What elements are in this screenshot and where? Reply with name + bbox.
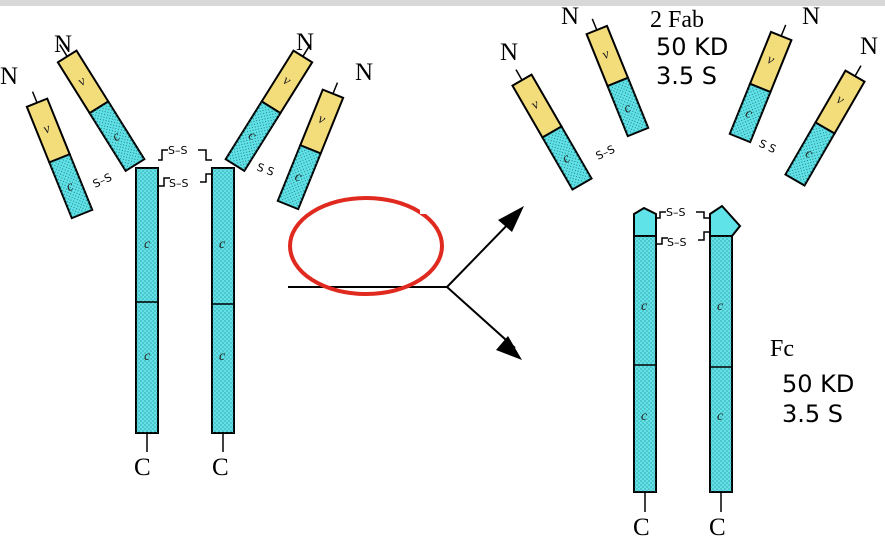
n-terminus-label: N — [860, 33, 878, 60]
n-terminus-label: N — [500, 39, 518, 66]
disulfide-bond-label: S S — [255, 161, 276, 179]
highlight-circle — [288, 196, 444, 296]
n-terminus-label: N — [54, 31, 72, 58]
n-terminus-label: N — [355, 59, 373, 86]
disulfide-bond-label: S–S — [667, 236, 686, 249]
disulfide-bond-label: S–S — [594, 143, 617, 163]
cleavage-arrow — [288, 206, 524, 360]
c-terminus-label: C — [709, 514, 726, 538]
domain-label: c — [219, 237, 226, 252]
domain-label: c — [144, 349, 151, 364]
fab-fragment-right: v c N v c N S S — [728, 3, 878, 187]
domain-label: c — [641, 409, 648, 424]
disulfide-bond-label: S–S — [91, 171, 114, 191]
arrowhead-up — [498, 206, 524, 232]
n-terminus-label: N — [0, 63, 18, 90]
fc-mass: 50 KD — [782, 370, 854, 398]
heavy-chain-left-stem: c c C — [134, 167, 159, 481]
fab-sedimentation: 3.5 S — [656, 62, 717, 90]
highlight-gap — [420, 204, 432, 214]
hinge-disulfide-bonds: S–S S–S — [158, 144, 212, 190]
top-border — [0, 0, 885, 6]
c-terminus-label: C — [134, 454, 151, 481]
n-terminus-label: N — [296, 29, 314, 56]
light-chain-right: v c — [276, 82, 345, 211]
domain-label: c — [144, 237, 151, 252]
fab-title: 2 Fab — [650, 7, 704, 33]
disulfide-bond-label: S S — [757, 137, 778, 156]
arrowhead-down — [496, 336, 522, 360]
domain-label: c — [717, 409, 724, 424]
fab-info: 2 Fab 50 KD 3.5 S — [650, 7, 728, 90]
fc-fragment: c c C c c C S–S S–S — [633, 204, 742, 541]
light-chain-left: v c — [25, 91, 94, 220]
n-terminus-label: N — [561, 3, 579, 30]
heavy-chain-left-arm: v c — [56, 44, 146, 173]
c-terminus-label: C — [633, 514, 650, 538]
fc-info: Fc 50 KD 3.5 S — [770, 336, 854, 428]
domain-label: c — [219, 349, 226, 364]
n-terminus-label: N — [802, 3, 820, 30]
fc-title: Fc — [770, 336, 794, 362]
disulfide-bond-label: S–S — [169, 177, 188, 190]
c-terminus-label: C — [212, 454, 229, 481]
domain-label: c — [641, 299, 648, 314]
heavy-chain-right-stem: c c C — [211, 167, 235, 481]
heavy-chain-right-arm: v c — [224, 44, 314, 173]
disulfide-bond-label: S–S — [168, 144, 187, 157]
fab-mass: 50 KD — [656, 33, 728, 61]
intact-antibody: c c C c c C v c N — [0, 29, 373, 481]
disulfide-bond-label: S–S — [666, 206, 685, 219]
fab-fragment-left: v c N v c N S–S — [500, 3, 650, 191]
fc-sedimentation: 3.5 S — [782, 400, 843, 428]
domain-label: c — [717, 299, 724, 314]
